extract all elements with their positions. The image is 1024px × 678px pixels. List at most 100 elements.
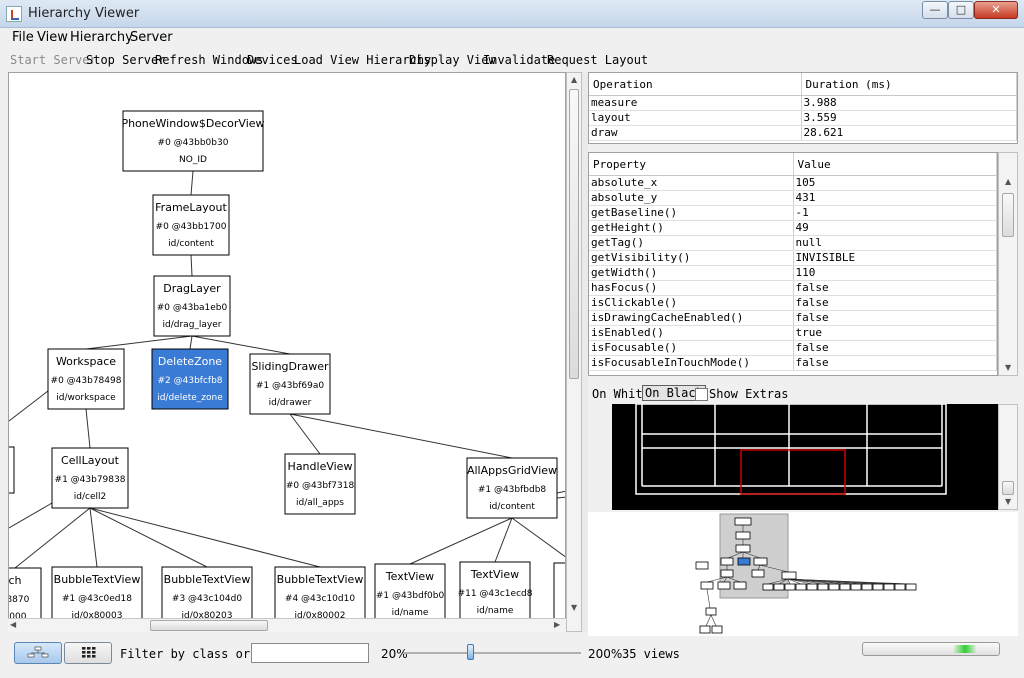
prop-row[interactable]: isDrawingCacheEnabled()false	[589, 311, 997, 326]
minimap-canvas[interactable]	[588, 512, 1018, 636]
stop-server-button[interactable]: Stop Server	[86, 53, 165, 67]
prop-name-cell[interactable]: getTag()	[589, 236, 793, 251]
prop-value-cell[interactable]: true	[793, 326, 997, 341]
minimize-button[interactable]: —	[922, 1, 948, 19]
op-name-cell[interactable]: layout	[589, 111, 801, 126]
request-layout-button[interactable]: Request Layout	[547, 53, 648, 67]
prop-value-cell[interactable]: false	[793, 311, 997, 326]
scroll-down-icon[interactable]: ▼	[571, 603, 577, 613]
show-extras-checkbox[interactable]	[695, 388, 708, 401]
tree-node-bubble3[interactable]: BubbleTextView#3 @43c104d0id/0x80203	[162, 567, 252, 619]
tree-node-text11[interactable]: TextView#11 @43c1ecd8id/name	[458, 562, 533, 619]
prop-name-cell[interactable]: isClickable()	[589, 296, 793, 311]
prop-value-cell[interactable]: -1	[793, 206, 997, 221]
tree-view-toggle[interactable]	[14, 642, 62, 664]
prop-row[interactable]: isEnabled()true	[589, 326, 997, 341]
prop-header-value[interactable]: Value	[793, 153, 997, 176]
op-value-cell[interactable]: 3.559	[801, 111, 1017, 126]
tree-hscroll-thumb[interactable]	[150, 620, 268, 631]
menu-view[interactable]: View	[37, 30, 68, 45]
prop-value-cell[interactable]: 431	[793, 191, 997, 206]
op-row[interactable]: measure3.988	[589, 96, 1017, 111]
tree-node-sliding[interactable]: SlidingDrawer#1 @43bf69a0id/drawer	[250, 354, 330, 414]
prop-name-cell[interactable]: getWidth()	[589, 266, 793, 281]
scroll-up-icon[interactable]: ▲	[1005, 177, 1011, 187]
tree-node-frame[interactable]: FrameLayout#0 @43bb1700id/content	[153, 195, 229, 255]
property-vertical-scrollbar[interactable]: ▲ ▼	[998, 152, 1018, 376]
close-button[interactable]: ✕	[974, 1, 1018, 19]
prop-name-cell[interactable]: isFocusable()	[589, 341, 793, 356]
hierarchy-tree-panel[interactable]: PhoneWindow$DecorView#0 @43bb0b30NO_ID Fr…	[8, 72, 566, 632]
prop-row[interactable]: getBaseline()-1	[589, 206, 997, 221]
prop-value-cell[interactable]: false	[793, 281, 997, 296]
tree-vscroll-thumb[interactable]	[569, 89, 579, 379]
scroll-down-icon[interactable]: ▼	[1005, 363, 1011, 373]
prop-name-cell[interactable]: hasFocus()	[589, 281, 793, 296]
tree-vertical-scrollbar[interactable]: ▲ ▼	[566, 72, 582, 632]
prop-name-cell[interactable]: isDrawingCacheEnabled()	[589, 311, 793, 326]
preview-vscroll-thumb[interactable]	[1002, 481, 1014, 495]
preview-vertical-scrollbar[interactable]: ▼	[998, 404, 1018, 510]
tree-node-cell[interactable]: CellLayout#1 @43b79838id/cell2	[52, 448, 128, 508]
invalidate-button[interactable]: Invalidate	[483, 53, 555, 67]
scroll-down-icon[interactable]: ▼	[1005, 497, 1011, 507]
prop-header-property[interactable]: Property	[589, 153, 793, 176]
devices-button[interactable]: Devices	[247, 53, 298, 67]
start-server-button[interactable]: Start Server	[10, 53, 97, 67]
op-row[interactable]: layout3.559	[589, 111, 1017, 126]
menu-hierarchy[interactable]: Hierarchy	[70, 30, 133, 45]
menu-server[interactable]: Server	[130, 30, 173, 45]
prop-value-cell[interactable]: 105	[793, 176, 997, 191]
prop-value-cell[interactable]: INVISIBLE	[793, 251, 997, 266]
zoom-slider-thumb[interactable]	[467, 644, 474, 660]
tree-overview-minimap[interactable]	[588, 512, 1018, 636]
zoom-slider-track[interactable]	[403, 652, 581, 654]
filter-input[interactable]	[251, 643, 369, 663]
view-preview[interactable]	[612, 404, 998, 510]
op-header-operation[interactable]: Operation	[589, 73, 801, 96]
prop-value-cell[interactable]: null	[793, 236, 997, 251]
tree-node-decor[interactable]: PhoneWindow$DecorView#0 @43bb0b30NO_ID	[121, 111, 264, 171]
tree-node-workspace[interactable]: Workspace#0 @43b78498id/workspace	[48, 349, 124, 409]
op-name-cell[interactable]: draw	[589, 126, 801, 141]
prop-name-cell[interactable]: isFocusableInTouchMode()	[589, 356, 793, 371]
prop-name-cell[interactable]: getHeight()	[589, 221, 793, 236]
prop-row[interactable]: absolute_x105	[589, 176, 997, 191]
grid-view-toggle[interactable]	[64, 642, 112, 664]
op-value-cell[interactable]: 3.988	[801, 96, 1017, 111]
tree-node-deletezone[interactable]: DeleteZone#2 @43bfcfb8id/delete_zone	[152, 349, 228, 409]
tree-node-partial_t[interactable]: T#3	[554, 563, 566, 619]
menu-file[interactable]: File	[12, 30, 34, 45]
op-value-cell[interactable]: 28.621	[801, 126, 1017, 141]
prop-value-cell[interactable]: false	[793, 341, 997, 356]
prop-row[interactable]: getWidth()110	[589, 266, 997, 281]
tree-node-drag[interactable]: DragLayer#0 @43ba1eb0id/drag_layer	[154, 276, 230, 336]
prop-row[interactable]: isClickable()false	[589, 296, 997, 311]
prop-name-cell[interactable]: isEnabled()	[589, 326, 793, 341]
prop-name-cell[interactable]: getBaseline()	[589, 206, 793, 221]
prop-value-cell[interactable]: 110	[793, 266, 997, 281]
prop-row[interactable]: getHeight()49	[589, 221, 997, 236]
scroll-up-icon[interactable]: ▲	[571, 75, 577, 85]
prop-name-cell[interactable]: getVisibility()	[589, 251, 793, 266]
prop-value-cell[interactable]: false	[793, 356, 997, 371]
prop-name-cell[interactable]: absolute_x	[589, 176, 793, 191]
property-vscroll-thumb[interactable]	[1002, 193, 1014, 237]
prop-row[interactable]: getVisibility()INVISIBLE	[589, 251, 997, 266]
tree-node-partial_ch[interactable]: ch088700000	[9, 568, 41, 619]
tree-node-partial[interactable]	[9, 447, 14, 493]
maximize-button[interactable]: □	[948, 1, 974, 19]
tree-node-allapps[interactable]: AllAppsGridView#1 @43bfbdb8id/content	[467, 458, 557, 518]
op-row[interactable]: draw28.621	[589, 126, 1017, 141]
prop-row[interactable]: isFocusable()false	[589, 341, 997, 356]
tree-node-text1[interactable]: TextView#1 @43bdf0b0id/name	[375, 564, 445, 619]
prop-value-cell[interactable]: false	[793, 296, 997, 311]
tree-node-handle[interactable]: HandleView#0 @43bf7318id/all_apps	[285, 454, 355, 514]
prop-row[interactable]: hasFocus()false	[589, 281, 997, 296]
prop-row[interactable]: isFocusableInTouchMode()false	[589, 356, 997, 371]
prop-row[interactable]: absolute_y431	[589, 191, 997, 206]
op-header-duration[interactable]: Duration (ms)	[801, 73, 1017, 96]
prop-value-cell[interactable]: 49	[793, 221, 997, 236]
scroll-right-icon[interactable]: ▶	[554, 620, 560, 630]
prop-name-cell[interactable]: absolute_y	[589, 191, 793, 206]
